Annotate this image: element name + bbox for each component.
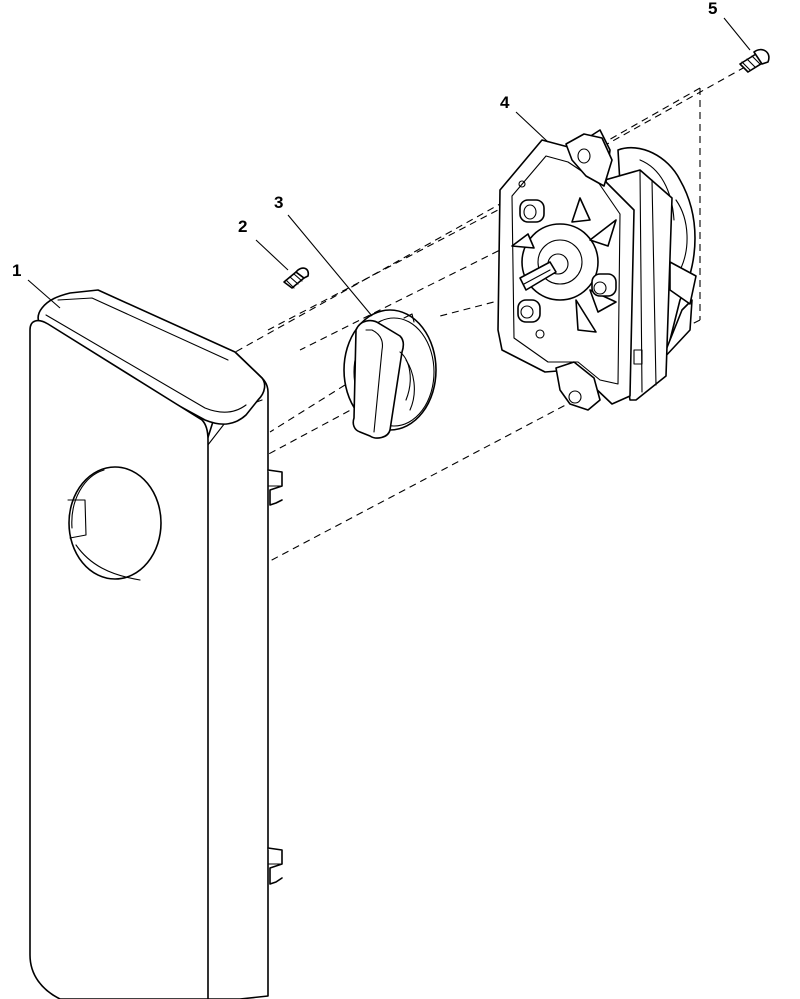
mounting-tab-lower [267, 847, 283, 885]
callout-leaders [27, 17, 751, 317]
switch-boss [591, 273, 617, 297]
callout-5: 5 [708, 0, 717, 18]
part-4-timer-switch-assembly [497, 129, 697, 411]
callout-4: 4 [500, 93, 510, 112]
knob-opening [67, 466, 162, 581]
part-1-cover-panel [29, 289, 283, 999]
part-3-knob [343, 309, 437, 439]
callout-1: 1 [12, 261, 21, 280]
mounting-tab-upper [267, 469, 283, 506]
callout-3: 3 [274, 193, 283, 212]
switch-boss [517, 299, 541, 323]
part-5-screw [739, 48, 770, 73]
part-2-screw [283, 267, 310, 289]
callout-2: 2 [238, 217, 247, 236]
switch-boss [519, 199, 545, 223]
